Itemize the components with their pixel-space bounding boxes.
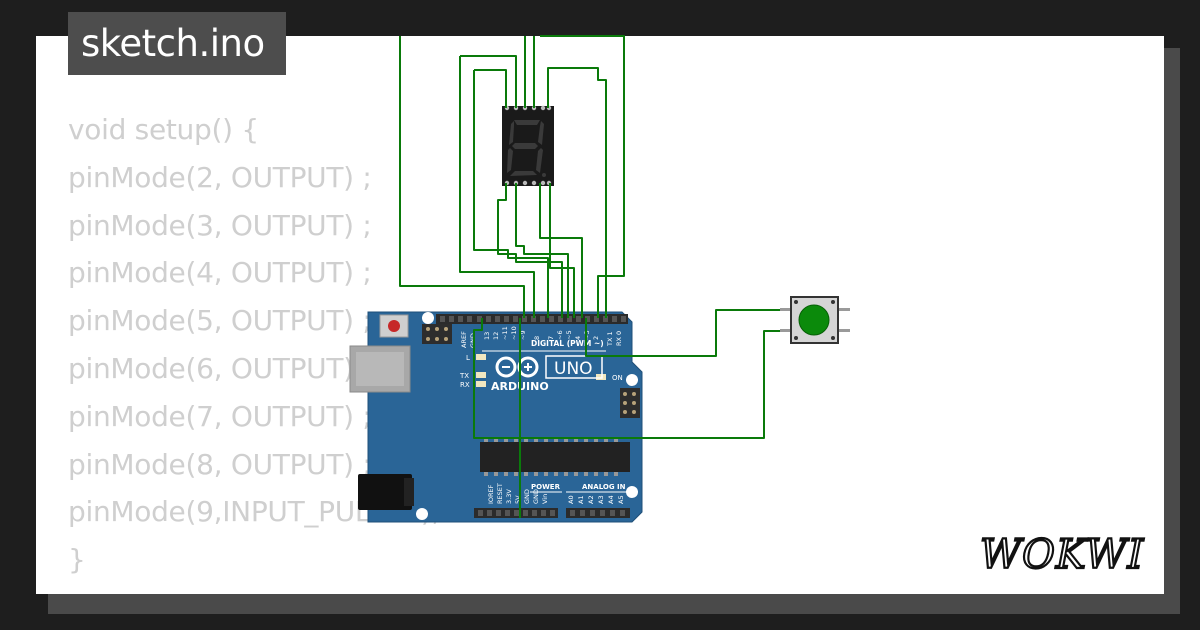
wokwi-brand: WOKWI — [976, 530, 1152, 579]
rx-label: RX — [460, 381, 470, 389]
push-button[interactable] — [780, 296, 850, 344]
digital-pin-label: TX 1 — [606, 331, 614, 347]
digital-pin-label: 2 — [592, 336, 600, 340]
analog-pin-label: A1 — [577, 495, 585, 504]
analog-pin-label: A5 — [617, 495, 625, 504]
wire[interactable] — [515, 183, 569, 318]
sketch-title-badge: sketch.ino — [68, 12, 286, 75]
power-pin-label: IOREF — [487, 484, 495, 504]
digital-pin-label: 13 — [483, 332, 491, 340]
wokwi-logo-icon: WOKWI — [979, 531, 1145, 579]
digital-pin-label: ~9 — [519, 330, 527, 340]
segment-digit — [507, 120, 546, 177]
wire[interactable] — [399, 36, 525, 318]
digital-pin-label: ~6 — [556, 330, 564, 340]
wire[interactable] — [459, 56, 535, 318]
analog-pin-label: A3 — [597, 495, 605, 504]
wire[interactable] — [549, 183, 575, 318]
svg-text:WOKWI: WOKWI — [980, 532, 1144, 576]
power-pin-label: GND — [532, 489, 540, 504]
wire[interactable] — [539, 183, 583, 318]
digital-pin-label: ~10 — [510, 326, 518, 340]
button-cap[interactable] — [798, 304, 830, 336]
code-line: pinMode(5, OUTPUT) ; — [68, 304, 372, 338]
tx-label: TX — [459, 372, 469, 380]
wire[interactable] — [460, 55, 517, 108]
analog-pin-label: A0 — [567, 495, 575, 504]
tx-led — [476, 372, 486, 378]
analog-pin-label: A2 — [587, 495, 595, 504]
analog-label: ANALOG IN — [582, 483, 626, 491]
on-label: ON — [612, 374, 623, 382]
on-led — [596, 374, 606, 380]
power-pin-label: 5V — [514, 495, 522, 504]
rx-led — [476, 381, 486, 387]
code-line: pinMode(4, OUTPUT) ; — [68, 256, 372, 290]
power-jack — [358, 474, 412, 510]
atmega-chip — [480, 442, 630, 472]
power-pin-label: RESET — [496, 483, 504, 504]
digital-pin-label: 7 — [547, 336, 555, 340]
seven-segment-display[interactable] — [502, 105, 554, 186]
mount-hole — [416, 508, 428, 520]
code-line: pinMode(7, OUTPUT) ; — [68, 399, 372, 433]
wire[interactable] — [497, 183, 563, 318]
mount-hole — [626, 374, 638, 386]
digital-pin-label: 8 — [533, 336, 541, 340]
code-line: pinMode(8, OUTPUT) ; — [68, 447, 372, 481]
icsp-header — [422, 324, 452, 344]
digital-pin-label: ~11 — [501, 326, 509, 340]
digital-pin-label: ~5 — [565, 330, 573, 340]
digital-pin-label: 12 — [492, 332, 500, 340]
power-pin-label: Vin — [541, 494, 549, 504]
power-pin-label: 3.3V — [505, 489, 513, 504]
wires — [399, 35, 780, 518]
wire[interactable] — [474, 69, 507, 108]
code-line: loop() { — [68, 584, 441, 594]
aref-label: AREF — [460, 331, 468, 348]
l-led — [476, 354, 486, 360]
power-pin-label: GND — [523, 489, 531, 504]
wire[interactable] — [547, 67, 607, 318]
mount-hole — [422, 312, 434, 324]
code-line: void setup() { — [68, 113, 259, 146]
code-line: pinMode(2, OUTPUT) ; — [68, 160, 372, 194]
analog-header — [566, 508, 630, 518]
icsp-header-2 — [620, 388, 640, 418]
digital-pin-label: 4 — [574, 336, 582, 340]
wire[interactable] — [540, 35, 625, 318]
code-line: } — [68, 543, 86, 577]
l-label: L — [466, 354, 470, 362]
board-model: UNO — [554, 359, 593, 379]
analog-pin-label: A4 — [607, 495, 615, 504]
wire[interactable] — [585, 309, 780, 357]
arduino-uno-board[interactable]: AREF GND 13 12 ~11 ~10 ~9 8 7 ~6 ~5 4 ~3… — [349, 311, 643, 523]
code-line: pinMode(3, OUTPUT) ; — [68, 208, 372, 242]
wire[interactable] — [473, 318, 780, 439]
digital-label: DIGITAL (PWM ~) — [531, 339, 604, 348]
power-label: POWER — [531, 483, 561, 491]
digital-pin-label: RX 0 — [615, 331, 623, 346]
